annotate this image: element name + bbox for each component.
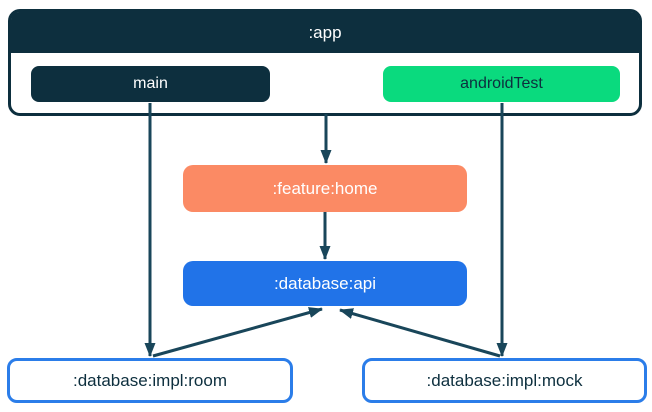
node-database-impl-room: :database:impl:room: [7, 358, 293, 403]
node-database-impl-mock: :database:impl:mock: [362, 358, 647, 403]
node-androidtest-label: androidTest: [460, 75, 543, 92]
node-androidtest: androidTest: [383, 66, 620, 102]
node-main: main: [31, 66, 270, 102]
node-database-impl-room-label: :database:impl:room: [72, 370, 228, 390]
node-database-api: :database:api: [183, 261, 467, 306]
node-main-label: main: [133, 75, 168, 92]
edge-database-impl-room-to-database-api: [152, 307, 323, 358]
node-app: :app main androidTest: [8, 9, 642, 116]
node-feature-home-label: :feature:home: [272, 178, 378, 198]
node-feature-home: :feature:home: [183, 165, 467, 212]
edge-database-impl-mock-to-database-api: [339, 308, 501, 358]
node-database-api-label: :database:api: [273, 273, 377, 293]
node-app-header: :app: [11, 12, 639, 53]
node-database-impl-mock-label: :database:impl:mock: [426, 370, 583, 390]
node-app-label: :app: [308, 22, 342, 42]
